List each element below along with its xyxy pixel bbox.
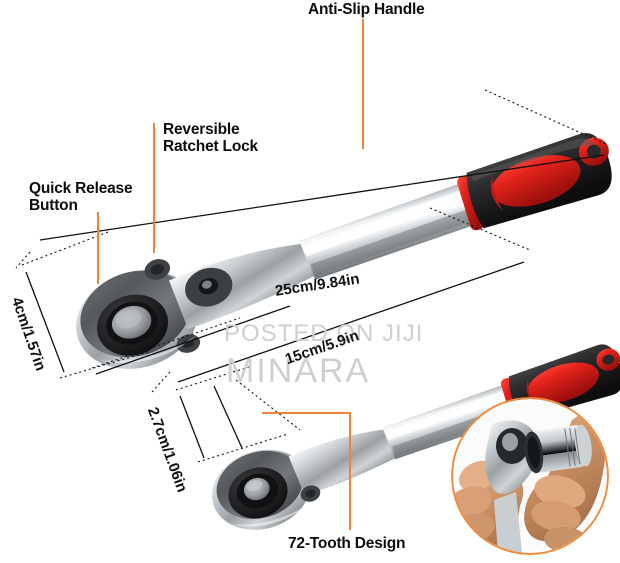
- callout-label-quick-release-button: Quick Release Button: [29, 180, 133, 215]
- inset-ring-border: [451, 397, 609, 555]
- reverse-lever-top: [185, 267, 233, 307]
- callout-label-72-tooth-design: 72-Tooth Design: [288, 535, 406, 552]
- handle-top: [457, 133, 612, 231]
- leader-line-reversible-ratchet-lock: [153, 123, 155, 253]
- dimension-lines: [15, 89, 609, 463]
- leader-line-72-tooth-horizontal: [262, 412, 351, 414]
- callout-label-reversible-ratchet-lock: Reversible Ratchet Lock: [163, 121, 258, 156]
- callout-label-anti-slip-handle: Anti-Slip Handle: [308, 1, 425, 18]
- drive-anvil-top: [96, 294, 169, 356]
- drive-anvil-bottom: [228, 467, 288, 519]
- leader-line-72-tooth-vertical: [349, 412, 351, 530]
- leader-line-anti-slip-handle: [362, 19, 364, 149]
- wrench-top: [76, 133, 612, 369]
- inset-photo-ring: [451, 397, 609, 555]
- wrench-bottom: [212, 344, 620, 530]
- leader-line-quick-release-button: [97, 212, 99, 284]
